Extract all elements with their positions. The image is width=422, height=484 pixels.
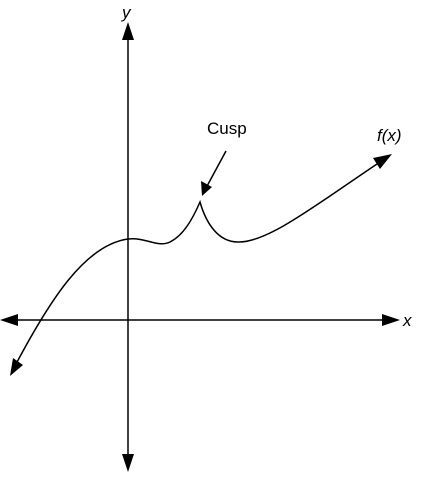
- cusp-label: Cusp: [207, 119, 247, 138]
- cusp-pointer-line: [205, 150, 227, 189]
- y-axis-arrow-top: [122, 22, 134, 40]
- y-axis-arrow-bottom: [122, 454, 134, 472]
- y-axis-label: y: [121, 3, 132, 22]
- x-axis-label: x: [402, 311, 412, 330]
- x-axis-arrow-right: [382, 314, 400, 326]
- function-label: f(x): [377, 126, 402, 145]
- cusp-pointer-arrowhead: [201, 181, 212, 196]
- curve-arrow-right: [373, 154, 392, 169]
- curve-arrow-left: [10, 358, 23, 376]
- x-axis-arrow-left: [0, 314, 18, 326]
- function-curve: [15, 161, 381, 365]
